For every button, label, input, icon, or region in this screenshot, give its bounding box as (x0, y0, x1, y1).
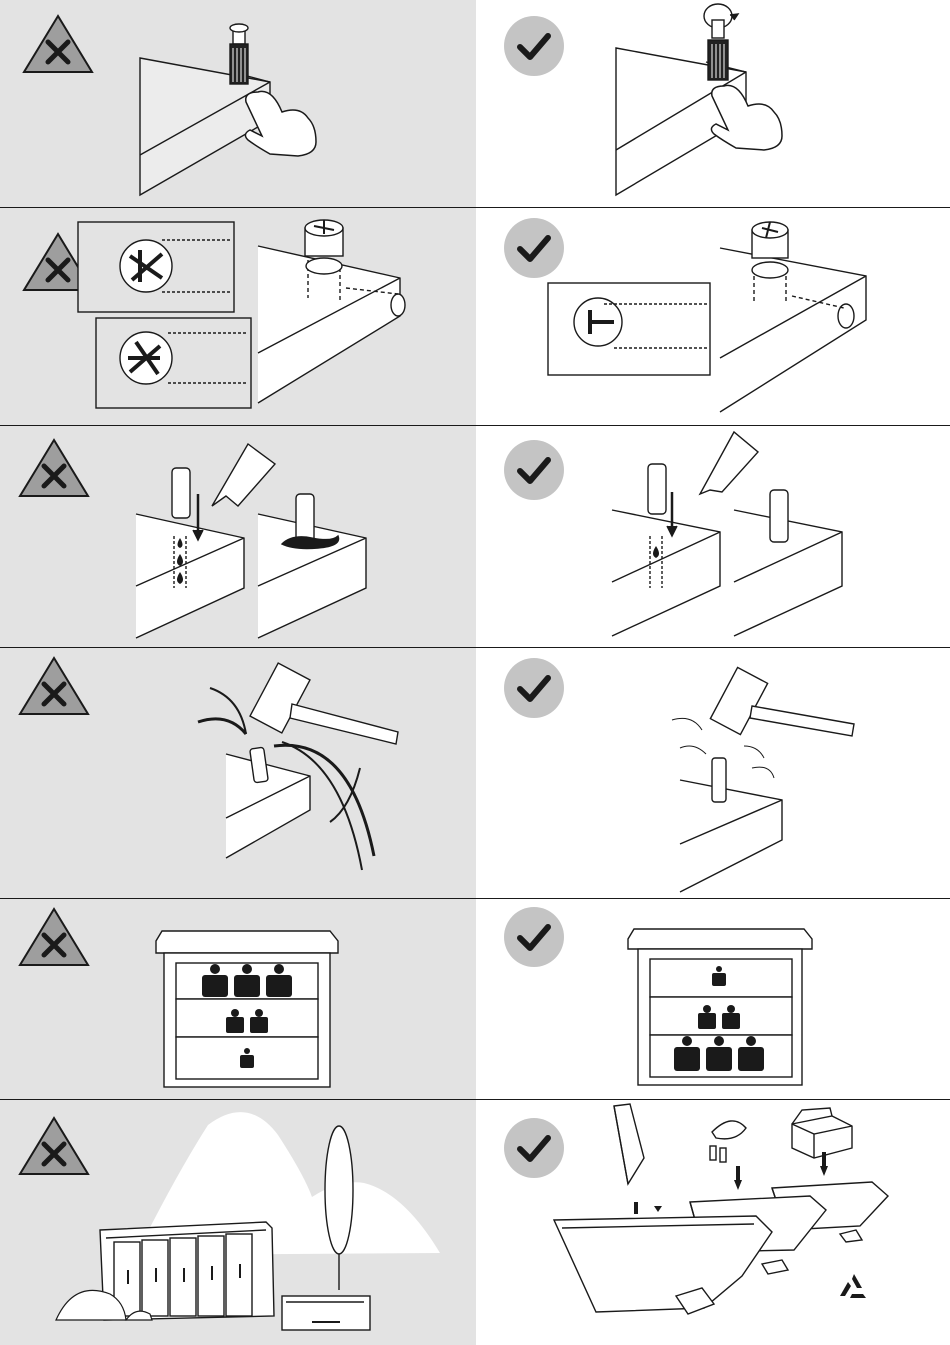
right-panel (476, 1100, 950, 1345)
instruction-row-hammer (0, 647, 950, 899)
right-panel (476, 208, 950, 426)
right-panel (476, 899, 950, 1100)
instruction-row-cam (0, 207, 950, 426)
wrong-panel (0, 208, 476, 426)
right-panel (476, 0, 950, 207)
illustration-cam-wrong-orientation (0, 208, 476, 426)
right-panel (476, 648, 950, 899)
wrong-panel (0, 0, 476, 207)
instruction-row-drawer-load (0, 898, 950, 1100)
illustration-screwing-screw (476, 0, 950, 207)
illustration-hand-pushing-screw (0, 0, 476, 207)
wrong-panel (0, 426, 476, 648)
recycle-icon (840, 1274, 866, 1298)
illustration-hammer-too-hard (0, 648, 476, 899)
wrong-panel (0, 899, 476, 1100)
illustration-heavy-top-drawer (0, 899, 476, 1100)
illustration-heavy-bottom-drawer (476, 899, 950, 1100)
instruction-row-glue (0, 425, 950, 648)
illustration-cam-correct-orientation (476, 208, 950, 426)
illustration-recycling-skips (476, 1100, 950, 1345)
wrong-panel (0, 648, 476, 899)
illustration-too-much-glue (0, 426, 476, 648)
illustration-hammer-gently (476, 648, 950, 899)
illustration-furniture-dumped-in-nature (0, 1100, 476, 1345)
illustration-correct-glue (476, 426, 950, 648)
instruction-row-disposal (0, 1099, 950, 1345)
wrong-panel (0, 1100, 476, 1345)
instruction-row-screw (0, 0, 950, 207)
right-panel (476, 426, 950, 648)
